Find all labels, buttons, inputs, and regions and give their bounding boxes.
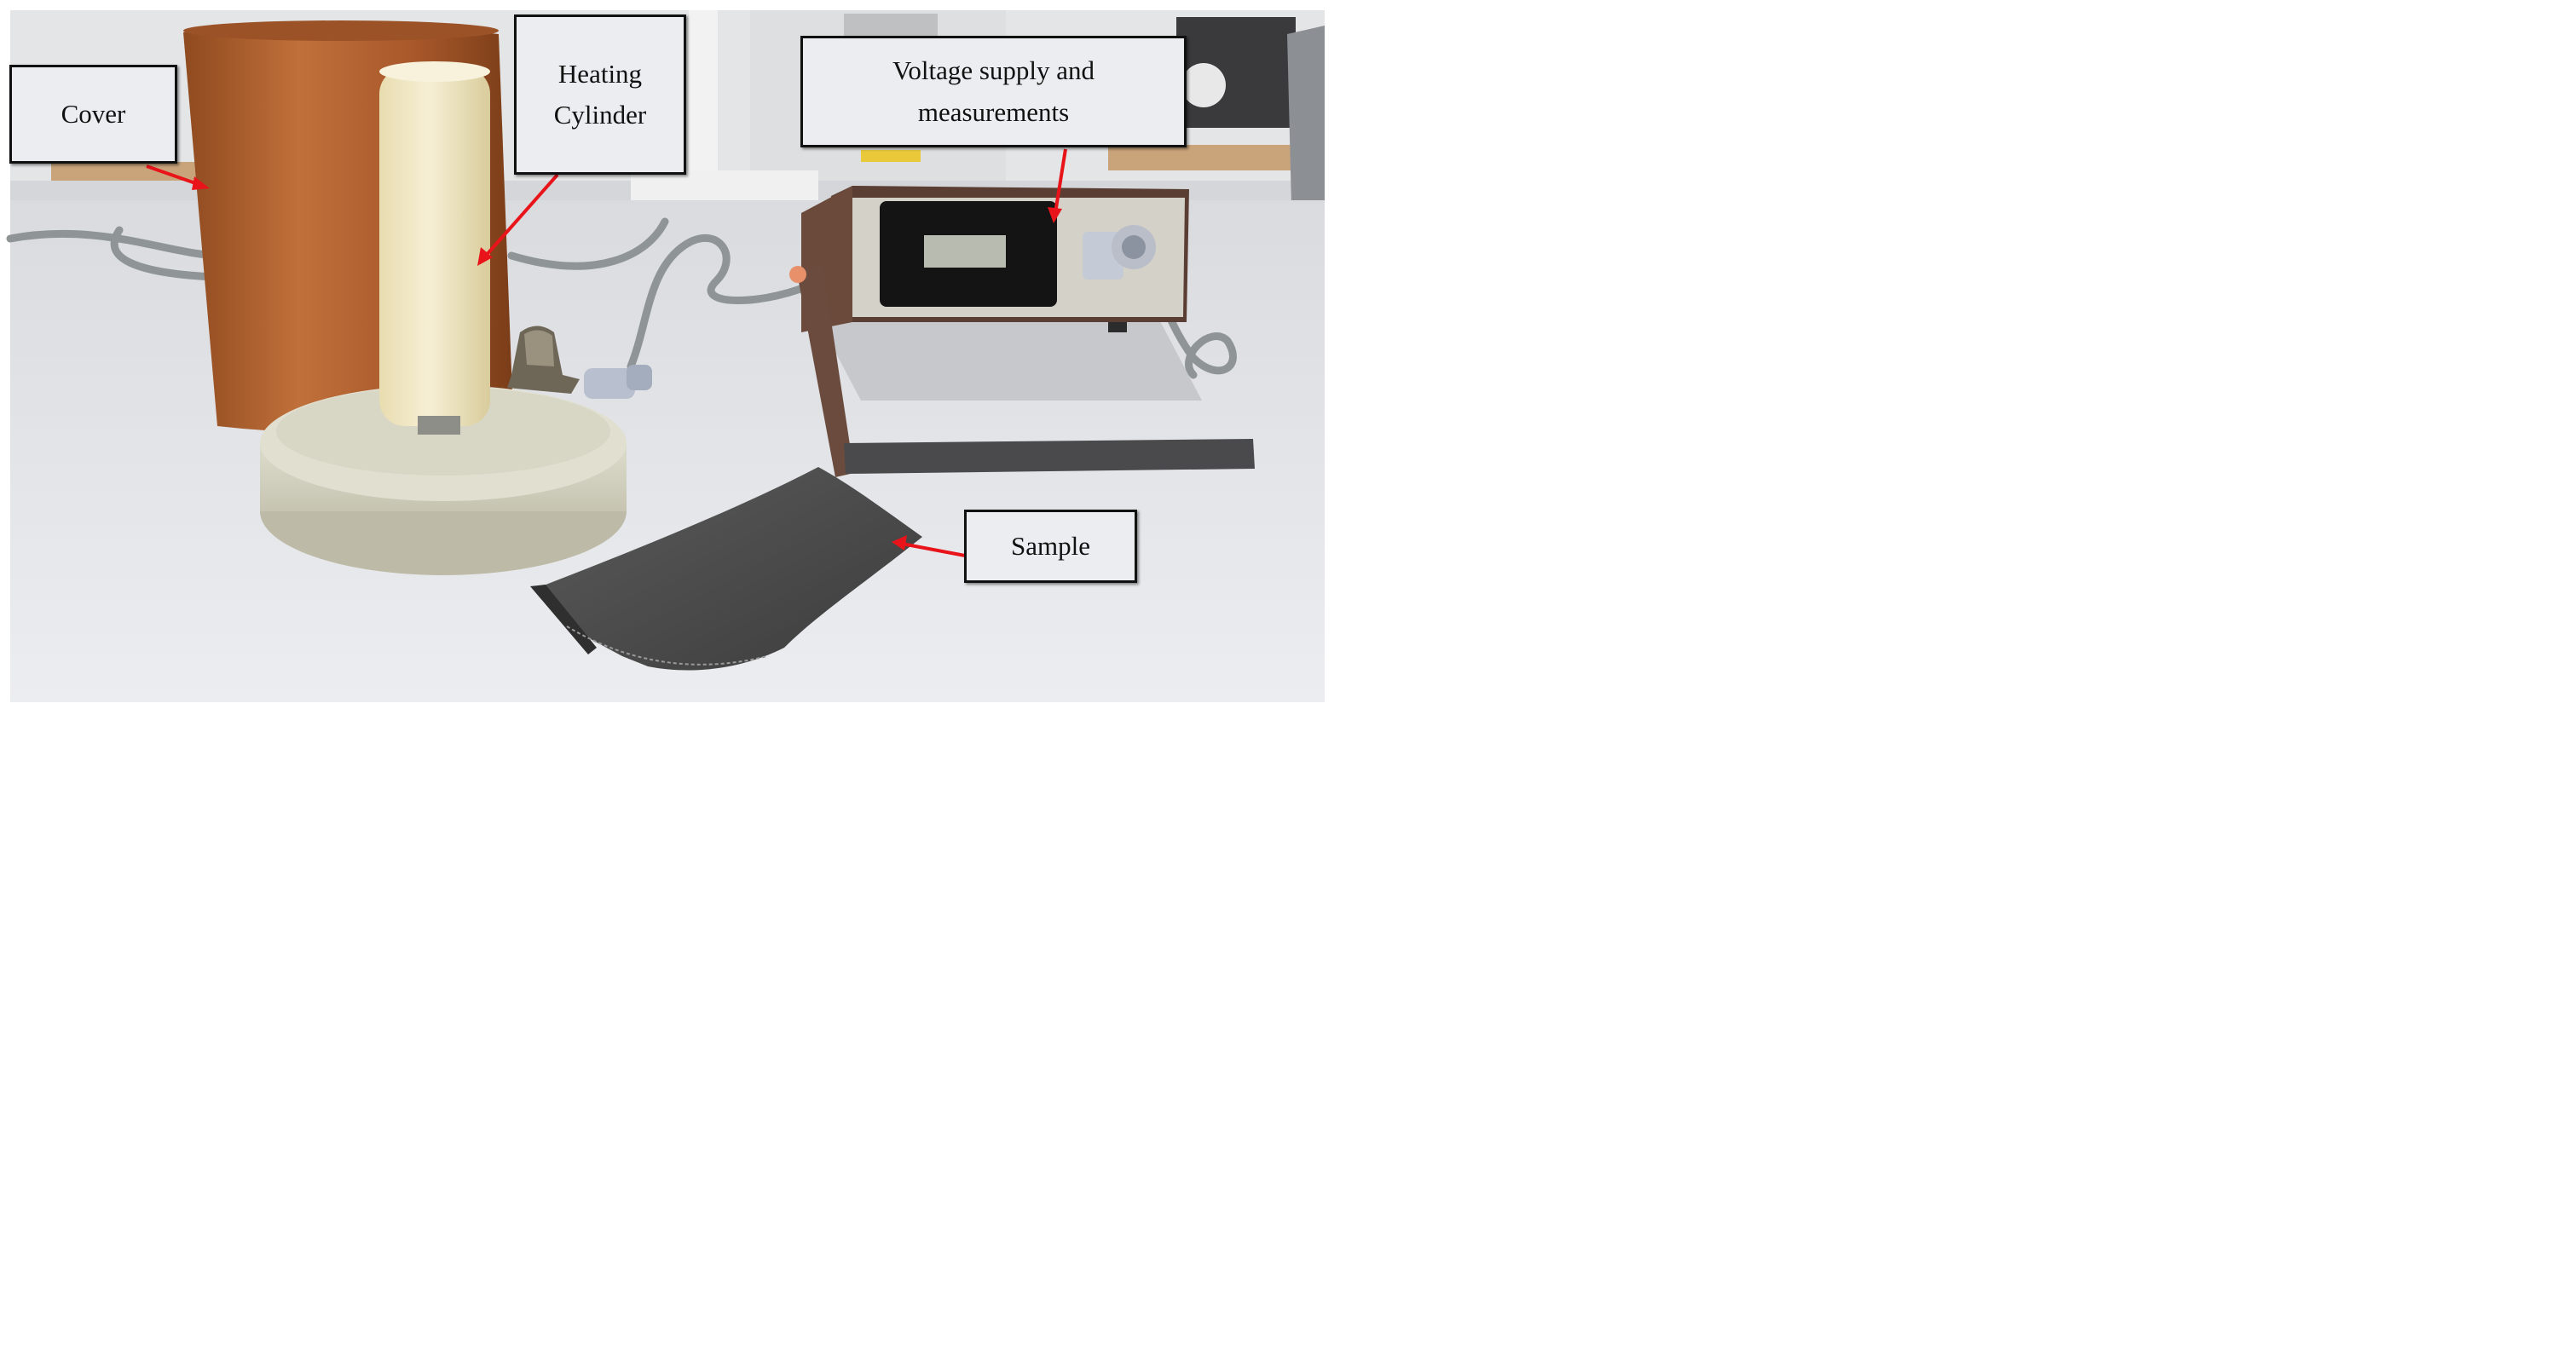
voltage-supply-arrow <box>1048 148 1067 223</box>
base-clip <box>507 326 580 394</box>
connector-plug <box>584 365 652 399</box>
heating-cylinder-label-text: Heating Cylinder <box>553 58 647 130</box>
voltage-supply-label-text: Voltage supply and measurements <box>892 55 1095 127</box>
heater-base <box>260 385 627 575</box>
cover-label: Cover <box>9 65 177 164</box>
cover-label-text: Cover <box>61 98 126 129</box>
heating-cylinder-arrow <box>477 173 559 266</box>
measurement-device <box>789 186 1255 477</box>
annotation-arrows <box>146 148 1067 557</box>
cover-arrow <box>146 164 210 190</box>
heating-cylinder-label: Heating Cylinder <box>514 14 686 175</box>
fabric-sample <box>530 467 922 671</box>
voltage-supply-label: Voltage supply and measurements <box>800 36 1187 147</box>
heating-cylinder <box>379 61 490 435</box>
sample-label: Sample <box>964 510 1137 583</box>
sample-arrow <box>892 535 966 557</box>
sample-label-text: Sample <box>1011 530 1090 561</box>
